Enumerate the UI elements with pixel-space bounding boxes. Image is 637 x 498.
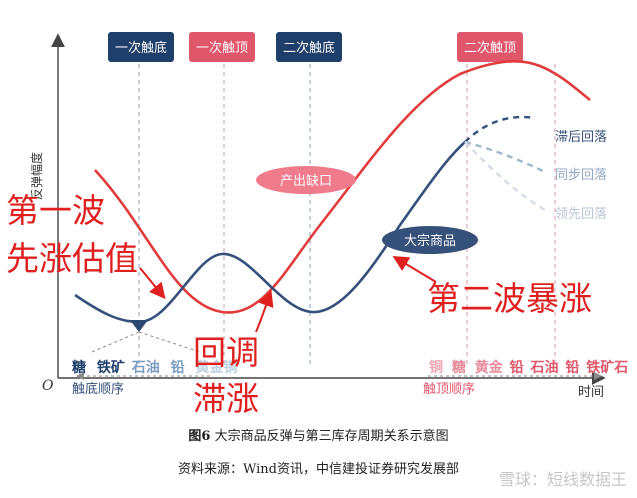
annotation-pullback-line2: 滞涨 <box>193 379 259 418</box>
annotation-first-wave-arrow <box>139 267 166 300</box>
output-gap-pill: 产出缺口 <box>256 166 356 194</box>
bottom-order-item: 铅 <box>170 359 185 376</box>
figure-caption: 图6 大宗商品反弹与第三库存周期关系示意图 <box>0 425 637 444</box>
annotation-first-wave-line1: 第一波 <box>6 191 105 230</box>
figure-number: 图6 <box>188 429 211 444</box>
annotation-second-wave: 第二波暴涨 <box>427 279 592 318</box>
top-order-item: 糖 <box>452 359 466 376</box>
svg-text:一次触顶: 一次触顶 <box>196 40 248 56</box>
source-note: 资料来源：Wind资讯，中信建投证券研究发展部 <box>178 462 459 477</box>
branch-sync-label: 同步回落 <box>555 168 607 183</box>
annotation-second-wave-arrow <box>392 255 437 283</box>
x-axis-label: 时间 <box>578 385 604 400</box>
bottom-order-item: 石油 <box>131 359 160 376</box>
bottom-order-guide-right <box>138 331 201 353</box>
top-order-item: 铜 <box>429 359 443 376</box>
commodity-pill: 大宗商品 <box>382 226 478 254</box>
phase-box-second-top: 二次触顶 <box>457 32 523 62</box>
annotation-pullback-line1: 回调 <box>193 333 259 372</box>
first-bottom-marker <box>130 320 148 332</box>
bottom-order-item: 铁矿 <box>97 359 125 376</box>
svg-text:大宗商品: 大宗商品 <box>404 233 456 249</box>
bottom-order-items: 糖 铁矿 石油 铅 黄金铜 <box>72 359 238 376</box>
bottom-order-item: 黄金铜 <box>196 359 238 376</box>
svg-text:产出缺口: 产出缺口 <box>280 174 332 189</box>
annotation-pullback-arrow <box>255 290 274 333</box>
top-order-item: 铁矿石 <box>586 359 628 376</box>
top-order-item: 石油 <box>530 359 559 376</box>
annotation-first-wave-line2: 先涨估值 <box>6 239 138 278</box>
phase-box-second-bottom: 二次触底 <box>276 32 342 62</box>
svg-text:一次触底: 一次触底 <box>115 40 167 56</box>
branch-lag-label: 滞后回落 <box>555 130 607 145</box>
svg-text:二次触顶: 二次触顶 <box>464 40 516 56</box>
origin-label: O <box>42 378 54 394</box>
output-gap-curve <box>94 60 591 314</box>
branch-lag <box>464 115 536 143</box>
branch-lead <box>464 141 546 212</box>
top-order-item: 黄金 <box>475 359 504 376</box>
phase-box-first-top: 一次触顶 <box>189 32 255 62</box>
branch-lead-label: 领先回落 <box>555 207 607 222</box>
top-order-items: 铜 糖 黄金 铅 石油 铅 铁矿石 <box>429 359 628 376</box>
svg-text:二次触底: 二次触底 <box>283 40 335 56</box>
figure-title: 大宗商品反弹与第三库存周期关系示意图 <box>214 429 449 444</box>
y-axis-label: 反弹幅度 <box>29 152 44 200</box>
top-order-label: 触顶顺序 <box>423 382 475 397</box>
bottom-order-guide-left <box>91 331 140 353</box>
branch-sync <box>464 140 546 174</box>
bottom-order-label: 触底顺序 <box>72 381 124 397</box>
watermark: 雪球：短线数据王 <box>498 470 627 489</box>
top-order-item: 铅 <box>564 359 579 376</box>
phase-box-first-bottom: 一次触底 <box>108 32 174 62</box>
top-order-item: 铅 <box>509 359 524 376</box>
bottom-order-item: 糖 <box>72 359 86 376</box>
